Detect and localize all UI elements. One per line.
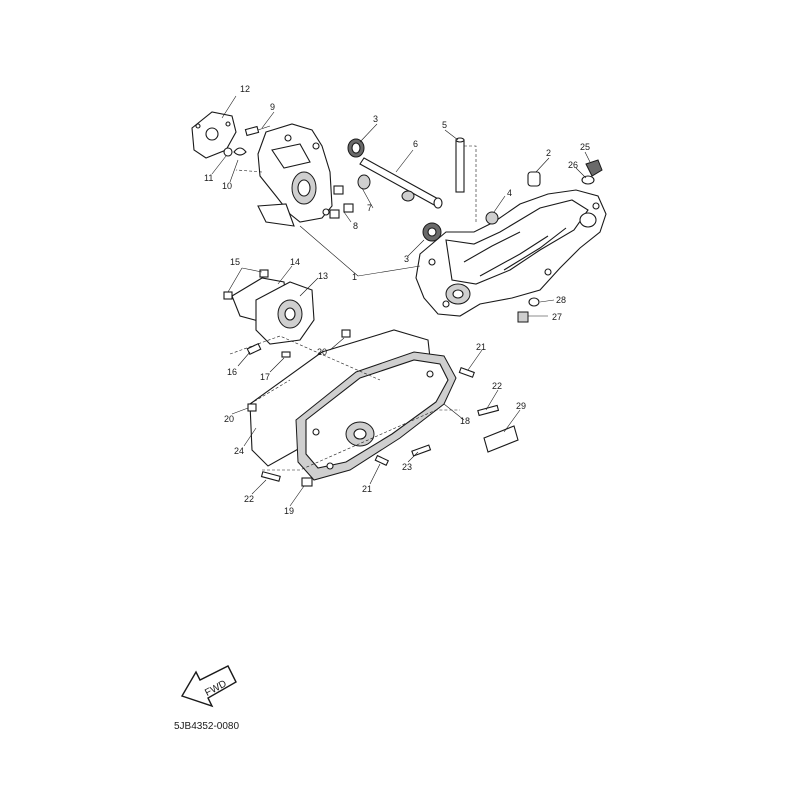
callout-21-lower: 21 [362,484,372,494]
callout-3-upper: 3 [373,114,378,124]
o-ring-26 [581,175,595,185]
callout-20-upper: 20 [317,347,327,357]
crankcase-right-half [415,189,607,317]
callout-25: 25 [580,142,590,152]
dowel-pins-8 [329,185,354,219]
bolt-22-lower [260,471,281,482]
callout-29: 29 [516,401,526,411]
callout-14: 14 [290,257,300,267]
drain-bolt-27 [517,311,529,323]
gasket-12 [191,111,237,159]
bearing-3-lower [422,222,442,242]
filler-plug-25 [585,159,603,177]
bolt-17 [281,351,291,358]
reference-code: 5JB4352-0080 [174,721,240,732]
callout-2: 2 [546,148,551,158]
callout-3-lower: 3 [404,254,409,264]
callout-9: 9 [270,102,275,112]
callout-26: 26 [568,160,578,170]
washer-11 [223,147,233,157]
clip-10 [233,147,247,156]
washer-28 [528,297,540,307]
collar-2 [527,171,541,187]
callout-22-upper: 22 [492,381,502,391]
callout-21-upper: 21 [476,342,486,352]
callout-28: 28 [556,295,566,305]
callout-22-lower: 22 [244,494,254,504]
bearing-3-upper [347,138,365,158]
callout-17: 17 [260,372,270,382]
callout-16: 16 [227,367,237,377]
callout-7: 7 [367,203,372,213]
callout-19: 19 [284,506,294,516]
callout-13: 13 [318,271,328,281]
seal-7 [357,174,415,202]
callout-27: 27 [552,312,562,322]
callout-23: 23 [402,462,412,472]
callout-18: 18 [460,416,470,426]
callout-labels: 1 2 3 3 4 5 6 7 8 9 10 11 12 13 14 15 16… [204,84,590,516]
callout-10: 10 [222,181,232,191]
callout-5: 5 [442,120,447,130]
callout-24: 24 [234,446,244,456]
bolt-9 [244,125,271,137]
fwd-arrow: FWD [180,665,237,708]
bolt-16 [246,343,262,355]
callout-6: 6 [413,139,418,149]
collar-4 [485,211,499,225]
callout-11: 11 [204,173,213,183]
callout-15: 15 [230,257,240,267]
shaft-6 [359,157,443,209]
dowel-19 [301,477,313,487]
crankcase-left-half [257,123,333,227]
callout-20-lower: 20 [224,414,234,424]
crankcase-cover-18 [295,351,457,481]
dowels-20 [247,329,351,412]
callout-1: 1 [352,272,357,282]
leader-lines [211,95,591,507]
callout-8: 8 [353,221,358,231]
bolt-23 [411,444,432,457]
callout-12: 12 [240,84,250,94]
pin-5 [455,137,465,193]
cover-13 [255,281,315,345]
bolt-21-lower [374,454,390,466]
label-29 [483,425,519,453]
bolt-21-upper [458,367,475,378]
callout-4: 4 [507,188,512,198]
